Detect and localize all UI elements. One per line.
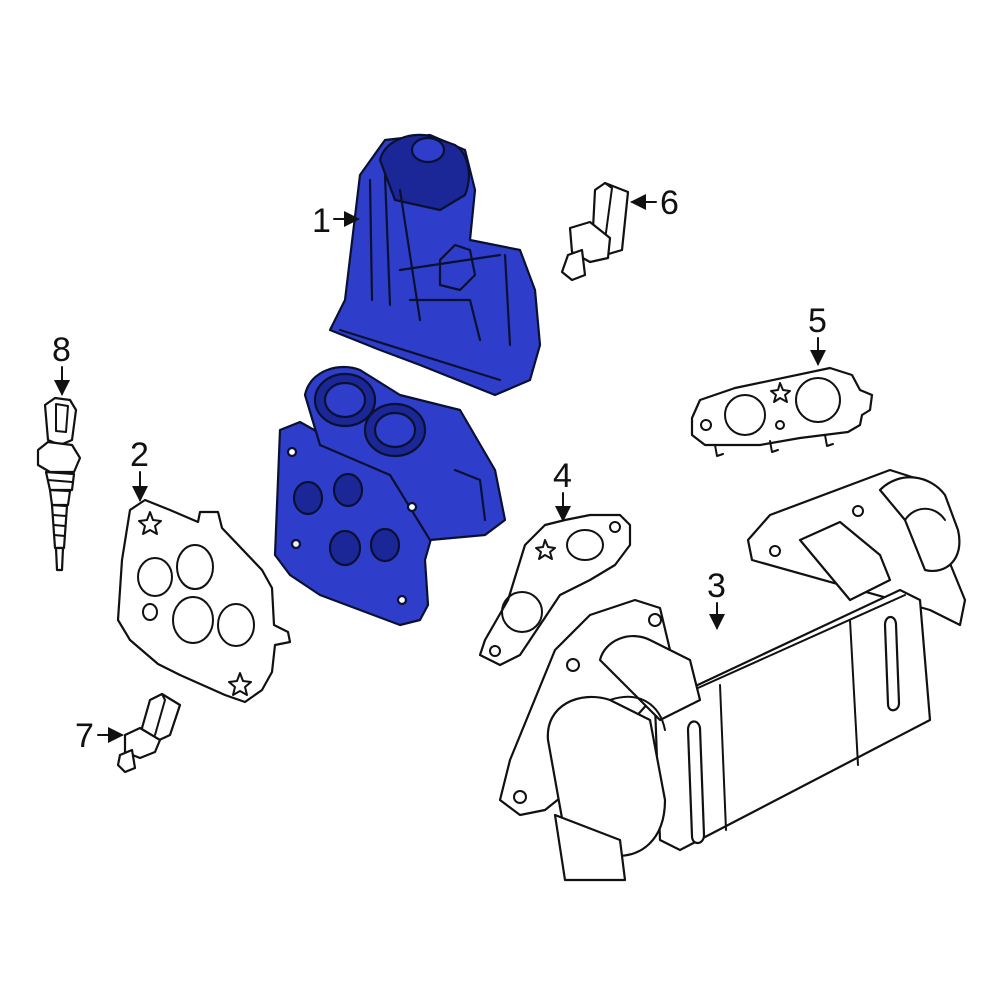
callout-7[interactable]: 7	[75, 717, 124, 755]
callout-2[interactable]: 2	[130, 436, 149, 502]
pressure-sensor-top-part[interactable]	[560, 181, 630, 282]
callout-4[interactable]: 4	[553, 457, 572, 522]
temperature-sensor-part[interactable]	[36, 396, 82, 572]
callout-1-label: 1	[312, 202, 331, 240]
callout-2-label: 2	[130, 436, 149, 474]
callout-8[interactable]: 8	[52, 331, 71, 396]
callout-3[interactable]: 3	[707, 567, 726, 630]
callout-1[interactable]: 1	[312, 202, 360, 240]
exhaust-gasket-part[interactable]	[690, 366, 874, 457]
callout-7-label: 7	[75, 717, 94, 755]
valve-gasket-part[interactable]	[116, 498, 292, 704]
callout-6-label: 6	[660, 184, 679, 222]
callout-5-label: 5	[808, 302, 827, 340]
callout-6[interactable]: 6	[630, 184, 679, 222]
callout-8-label: 8	[52, 331, 71, 369]
egr-valve-part[interactable]	[273, 133, 542, 627]
egr-cooler-part[interactable]	[498, 468, 967, 882]
callout-5[interactable]: 5	[808, 302, 827, 366]
pressure-sensor-bottom-part[interactable]	[116, 692, 182, 774]
callout-3-label: 3	[707, 567, 726, 605]
cooler-gasket-part[interactable]	[478, 513, 632, 667]
callout-4-label: 4	[553, 457, 572, 495]
